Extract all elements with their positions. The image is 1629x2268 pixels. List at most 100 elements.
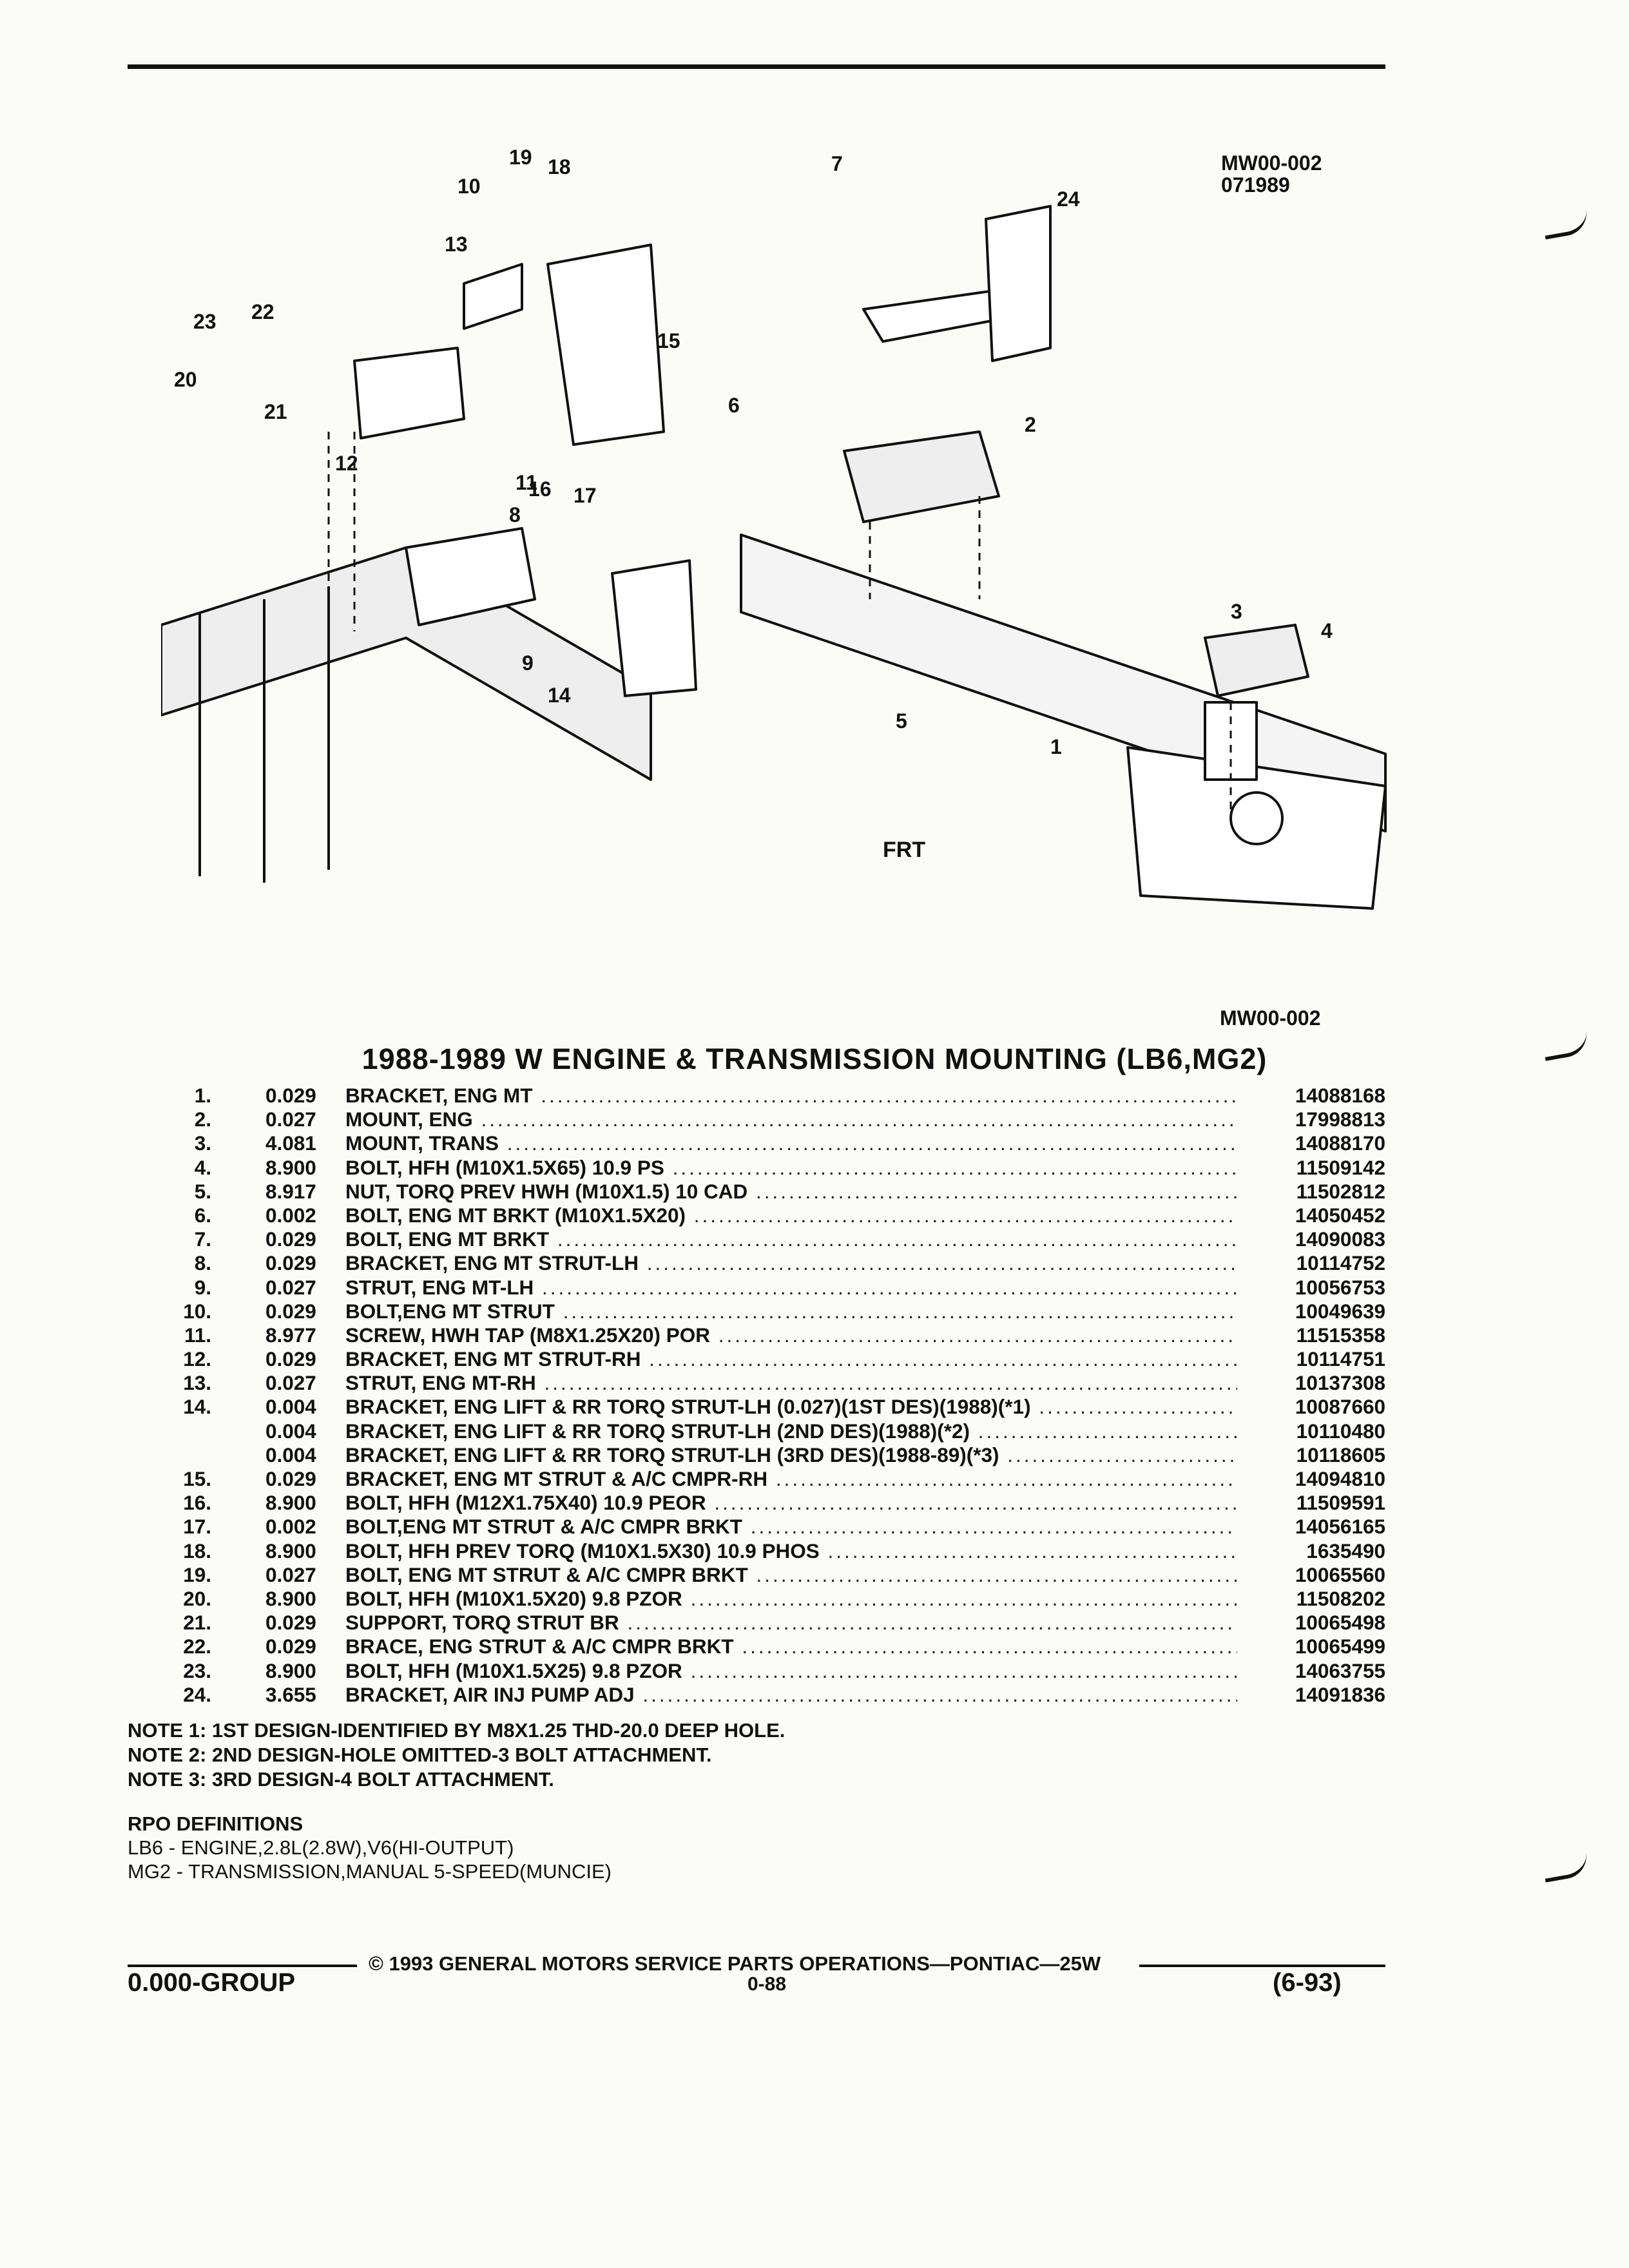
item-detail: , TORQ PREV HWH (M10X1.5) 10 CAD [385, 1179, 748, 1203]
item-name: BOLT [345, 1227, 397, 1251]
page-number: 0-88 [747, 1974, 787, 1995]
item-name: BRACKET [345, 1443, 443, 1466]
item-number: 21. [183, 1611, 211, 1635]
callout-14: 14 [548, 684, 571, 707]
item-name: BOLT [345, 1203, 397, 1227]
callout-11: 11 [516, 471, 537, 494]
item-number: 13. [183, 1371, 211, 1395]
leader-dots: ........................................… [672, 1155, 1237, 1179]
item-qty-code: 0.029 [265, 1227, 316, 1251]
leader-dots: ........................................… [627, 1611, 1237, 1635]
item-detail: , HFH (M10X1.5X65) 10.9 PS [396, 1155, 664, 1179]
part-number: 11515358 [1296, 1323, 1385, 1347]
item-number: 5. [194, 1179, 211, 1203]
leader-dots: ........................................… [693, 1203, 1237, 1227]
diagram-caption-code: MW00-002 [1220, 1006, 1321, 1030]
rpo-item: LB6 - ENGINE,2.8L(2.8W),V6(HI-OUTPUT) [128, 1836, 514, 1859]
binding-mark [1541, 1852, 1590, 1883]
item-number: 17. [183, 1515, 211, 1539]
part-number: 17998813 [1295, 1108, 1385, 1131]
item-description: BRACKET, AIR INJ PUMP ADJ ..............… [345, 1683, 1237, 1707]
callout-7: 7 [831, 152, 843, 175]
item-description: BOLT, ENG MT BRKT ......................… [345, 1227, 1237, 1251]
part-number: 14090083 [1295, 1227, 1385, 1251]
item-qty-code: 0.004 [265, 1443, 316, 1466]
part-number: 10110480 [1296, 1419, 1385, 1443]
part-number: 10118605 [1296, 1443, 1385, 1466]
footer-group: 0.000-GROUP [128, 1968, 296, 1997]
item-description: BOLT, ENG MT STRUT & A/C CMPR BRKT .....… [345, 1563, 1237, 1587]
item-name: MOUNT [345, 1108, 418, 1131]
item-qty-code: 0.029 [265, 1251, 316, 1275]
callout-23: 23 [193, 310, 217, 333]
trans-mount-bracket [1204, 701, 1258, 781]
item-detail: , ENG LIFT & RR TORQ STRUT-LH (2ND DES)(… [442, 1419, 970, 1443]
item-description: BOLT, HFH (M10X1.5X20) 9.8 PZOR ........… [345, 1587, 1237, 1611]
item-detail: , ENG STRUT & A/C CMPR BRKT [418, 1635, 734, 1658]
item-name: BRACKET [345, 1251, 443, 1275]
item-number: 23. [183, 1658, 211, 1682]
item-qty-code: 0.027 [265, 1371, 316, 1395]
item-description: BOLT, HFH PREV TORQ (M10X1.5X30) 10.9 PH… [345, 1539, 1237, 1563]
leader-dots: ........................................… [690, 1658, 1237, 1682]
part-number: 10065498 [1295, 1611, 1385, 1635]
frame-hole [1229, 791, 1284, 845]
item-qty-code: 0.004 [265, 1395, 316, 1419]
callout-19: 19 [509, 146, 532, 169]
part-number: 10049639 [1295, 1299, 1385, 1323]
callout-1-label: 1 [1050, 735, 1062, 758]
leader-dots: ........................................… [718, 1323, 1237, 1347]
item-name: BOLT [345, 1491, 397, 1515]
binding-mark [1541, 209, 1590, 240]
leader-dots: ........................................… [750, 1515, 1237, 1539]
part-number: 14063755 [1295, 1658, 1385, 1682]
item-detail: ,ENG MT STRUT [396, 1299, 555, 1323]
item-qty-code: 0.027 [265, 1108, 316, 1131]
item-number: 12. [183, 1347, 211, 1371]
strut-rh [463, 263, 523, 330]
footer-rule-right [1139, 1965, 1385, 1967]
callout-16: 16 [528, 477, 552, 501]
leader-dots: ........................................… [827, 1539, 1237, 1562]
leader-dots: ........................................… [557, 1227, 1237, 1251]
item-detail: , ENG MT-LH [410, 1275, 534, 1299]
leader-dots: ........................................… [775, 1467, 1237, 1490]
item-description: BOLT, ENG MT BRKT (M10X1.5X20) .........… [345, 1204, 1237, 1227]
item-number: 22. [183, 1635, 211, 1658]
item-detail: , HFH (M10X1.5X25) 9.8 PZOR [396, 1658, 682, 1682]
item-detail: , ENG MT STRUT & A/C CMPR BRKT [396, 1562, 748, 1586]
front-marker: FRT [883, 838, 925, 862]
diagram-code: MW00-002 [1221, 151, 1322, 175]
frame-rail-left [161, 546, 652, 781]
item-description: BRACKET, ENG MT STRUT & A/C CMPR-RH ....… [345, 1467, 1237, 1491]
item-qty-code: 0.002 [265, 1203, 316, 1227]
item-qty-code: 0.029 [265, 1299, 316, 1323]
leader-dots: ........................................… [742, 1635, 1237, 1658]
item-qty-code: 8.900 [265, 1586, 316, 1610]
item-description: BRACKET, ENG LIFT & RR TORQ STRUT-LH (2N… [345, 1419, 1237, 1443]
item-detail: , ENG MT STRUT & A/C CMPR-RH [442, 1467, 768, 1490]
item-number: 15. [183, 1467, 211, 1490]
item-detail: , HWH TAP (M8X1.25X20) POR [419, 1323, 710, 1347]
callout-3: 3 [1231, 600, 1242, 623]
item-qty-code: 8.977 [265, 1323, 316, 1347]
item-description: STRUT, ENG MT-RH .......................… [345, 1371, 1237, 1395]
item-name: STRUT [345, 1371, 411, 1395]
item-number: 1. [194, 1084, 211, 1107]
part-number: 10065560 [1295, 1562, 1385, 1586]
item-description: STRUT, ENG MT-LH .......................… [345, 1276, 1237, 1300]
item-name: BOLT [345, 1658, 397, 1682]
callout-21: 21 [264, 400, 287, 423]
frame-crossmembers [198, 586, 330, 883]
item-detail: , AIR INJ PUMP ADJ [442, 1682, 635, 1706]
